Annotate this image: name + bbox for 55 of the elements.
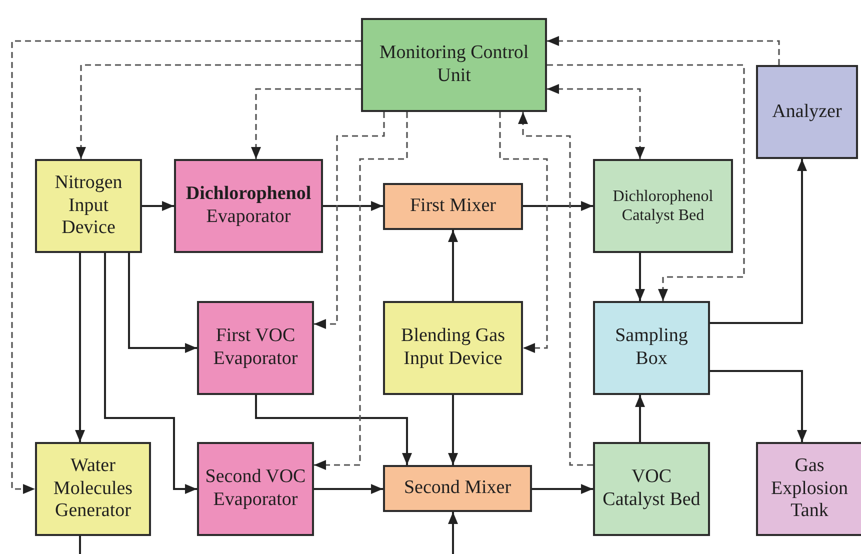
- box-label: Dichlorophenol Evaporator: [184, 183, 312, 229]
- process-box: [174, 159, 323, 253]
- box-label: Second VOC Evaporator: [205, 466, 306, 512]
- box-label: Analyzer: [772, 100, 842, 124]
- process-box: [35, 159, 142, 253]
- arrow: [323, 201, 383, 211]
- box-label: First VOC Evaporator: [212, 325, 299, 371]
- process-box: [593, 159, 733, 253]
- process-box: [361, 18, 547, 112]
- arrow: [255, 395, 412, 465]
- arrow: [710, 370, 807, 442]
- arrow: [75, 253, 85, 442]
- box-label: Sampling Box: [614, 325, 689, 371]
- arrow: [314, 112, 385, 329]
- arrow: [518, 112, 593, 466]
- process-box: [383, 183, 523, 230]
- arrow: [314, 112, 408, 470]
- connector-line: [79, 536, 81, 554]
- box-label: Dichlorophenol Catalyst Bed: [612, 186, 714, 226]
- arrow: [104, 253, 197, 494]
- arrow: [710, 159, 807, 324]
- process-box: [756, 65, 858, 159]
- arrow: [76, 64, 361, 159]
- box-label: VOC Catalyst Bed: [602, 466, 702, 512]
- box-label: Gas Explosion Tank: [770, 454, 850, 524]
- arrow: [532, 484, 593, 494]
- box-label: Monitoring Control Unit: [378, 42, 530, 88]
- arrow: [128, 253, 197, 353]
- arrow: [547, 36, 780, 65]
- box-label: Second Mixer: [404, 477, 512, 500]
- arrow: [635, 395, 645, 442]
- arrow: [251, 88, 361, 159]
- box-label: Nitrogen Input Device: [54, 172, 124, 240]
- arrow: [448, 512, 458, 554]
- box-label: First Mixer: [410, 195, 496, 218]
- process-box: [756, 442, 861, 536]
- arrow: [314, 484, 383, 494]
- box-label: Blending Gas Input Device: [400, 325, 506, 371]
- arrow: [142, 201, 174, 211]
- arrow: [448, 395, 458, 465]
- box-label: Water Molecules Generator: [52, 454, 134, 524]
- process-box: [383, 301, 523, 395]
- arrow: [499, 112, 548, 353]
- process-box: [197, 442, 314, 536]
- process-box: [197, 301, 314, 395]
- arrow: [635, 253, 645, 301]
- process-box: [35, 442, 151, 536]
- arrow: [11, 40, 361, 494]
- process-box: [593, 301, 710, 395]
- process-box: [383, 465, 532, 512]
- arrow: [448, 230, 458, 301]
- process-box: [593, 442, 710, 536]
- arrow: [547, 84, 645, 159]
- arrow: [523, 201, 593, 211]
- arrow: [547, 64, 745, 301]
